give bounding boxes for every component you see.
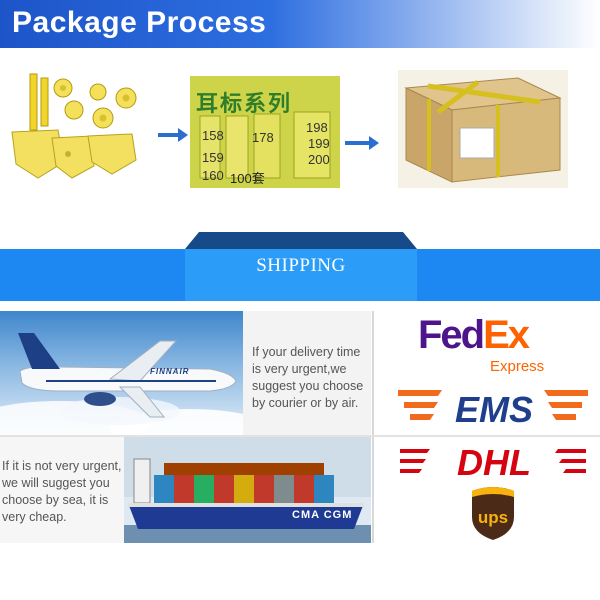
ear-tags-image [8,70,158,188]
bag-count-label: 100套 [230,171,265,186]
fedex-logo: FedEx [418,313,530,358]
ems-logo-text: EMS [455,389,533,430]
tag-number: 199 [308,136,330,151]
air-shipping-note: If your delivery time is very urgent,we … [252,345,364,410]
tag-number: 159 [202,150,224,165]
packed-tags-bag-image: 耳标系列 158 178 198 159 160 200 199 100套 [190,76,340,188]
carton-box-image [398,70,568,188]
fedex-logo-ex: Ex [483,313,530,357]
plane-livery: FINNAIR [150,367,190,376]
ship-name: CMA CGM [292,509,353,521]
page-header: Package Process [0,0,600,48]
airplane-image: FINNAIR [0,311,243,435]
page-title: Package Process [12,6,267,39]
ups-logo: ups [468,485,518,546]
divider [0,435,600,437]
shipping-banner-tab [185,232,417,301]
tag-number: 200 [308,152,330,167]
bag-label: 耳标系列 [196,91,293,116]
tag-number: 158 [202,128,224,143]
arrow-right-icon [158,128,188,147]
dhl-logo: DHL [400,441,586,486]
tag-number: 198 [306,120,328,135]
ups-logo-text: ups [478,508,508,527]
dhl-logo-text: DHL [457,442,531,481]
tag-number: 160 [202,168,224,183]
container-ship-image: CMA CGM [124,437,371,543]
air-shipping-note-panel [243,311,371,435]
arrow-right-icon [345,136,379,155]
sea-shipping-note-panel [0,437,124,543]
divider [372,311,374,543]
fedex-logo-fed: Fed [418,313,485,357]
sea-shipping-note: If it is not very urgent, we will sugges… [2,459,122,524]
shipping-heading: SHIPPING [256,255,346,276]
ems-logo: EMS [398,384,588,435]
fedex-express-label: Express [490,358,545,375]
tag-number: 178 [252,130,274,145]
